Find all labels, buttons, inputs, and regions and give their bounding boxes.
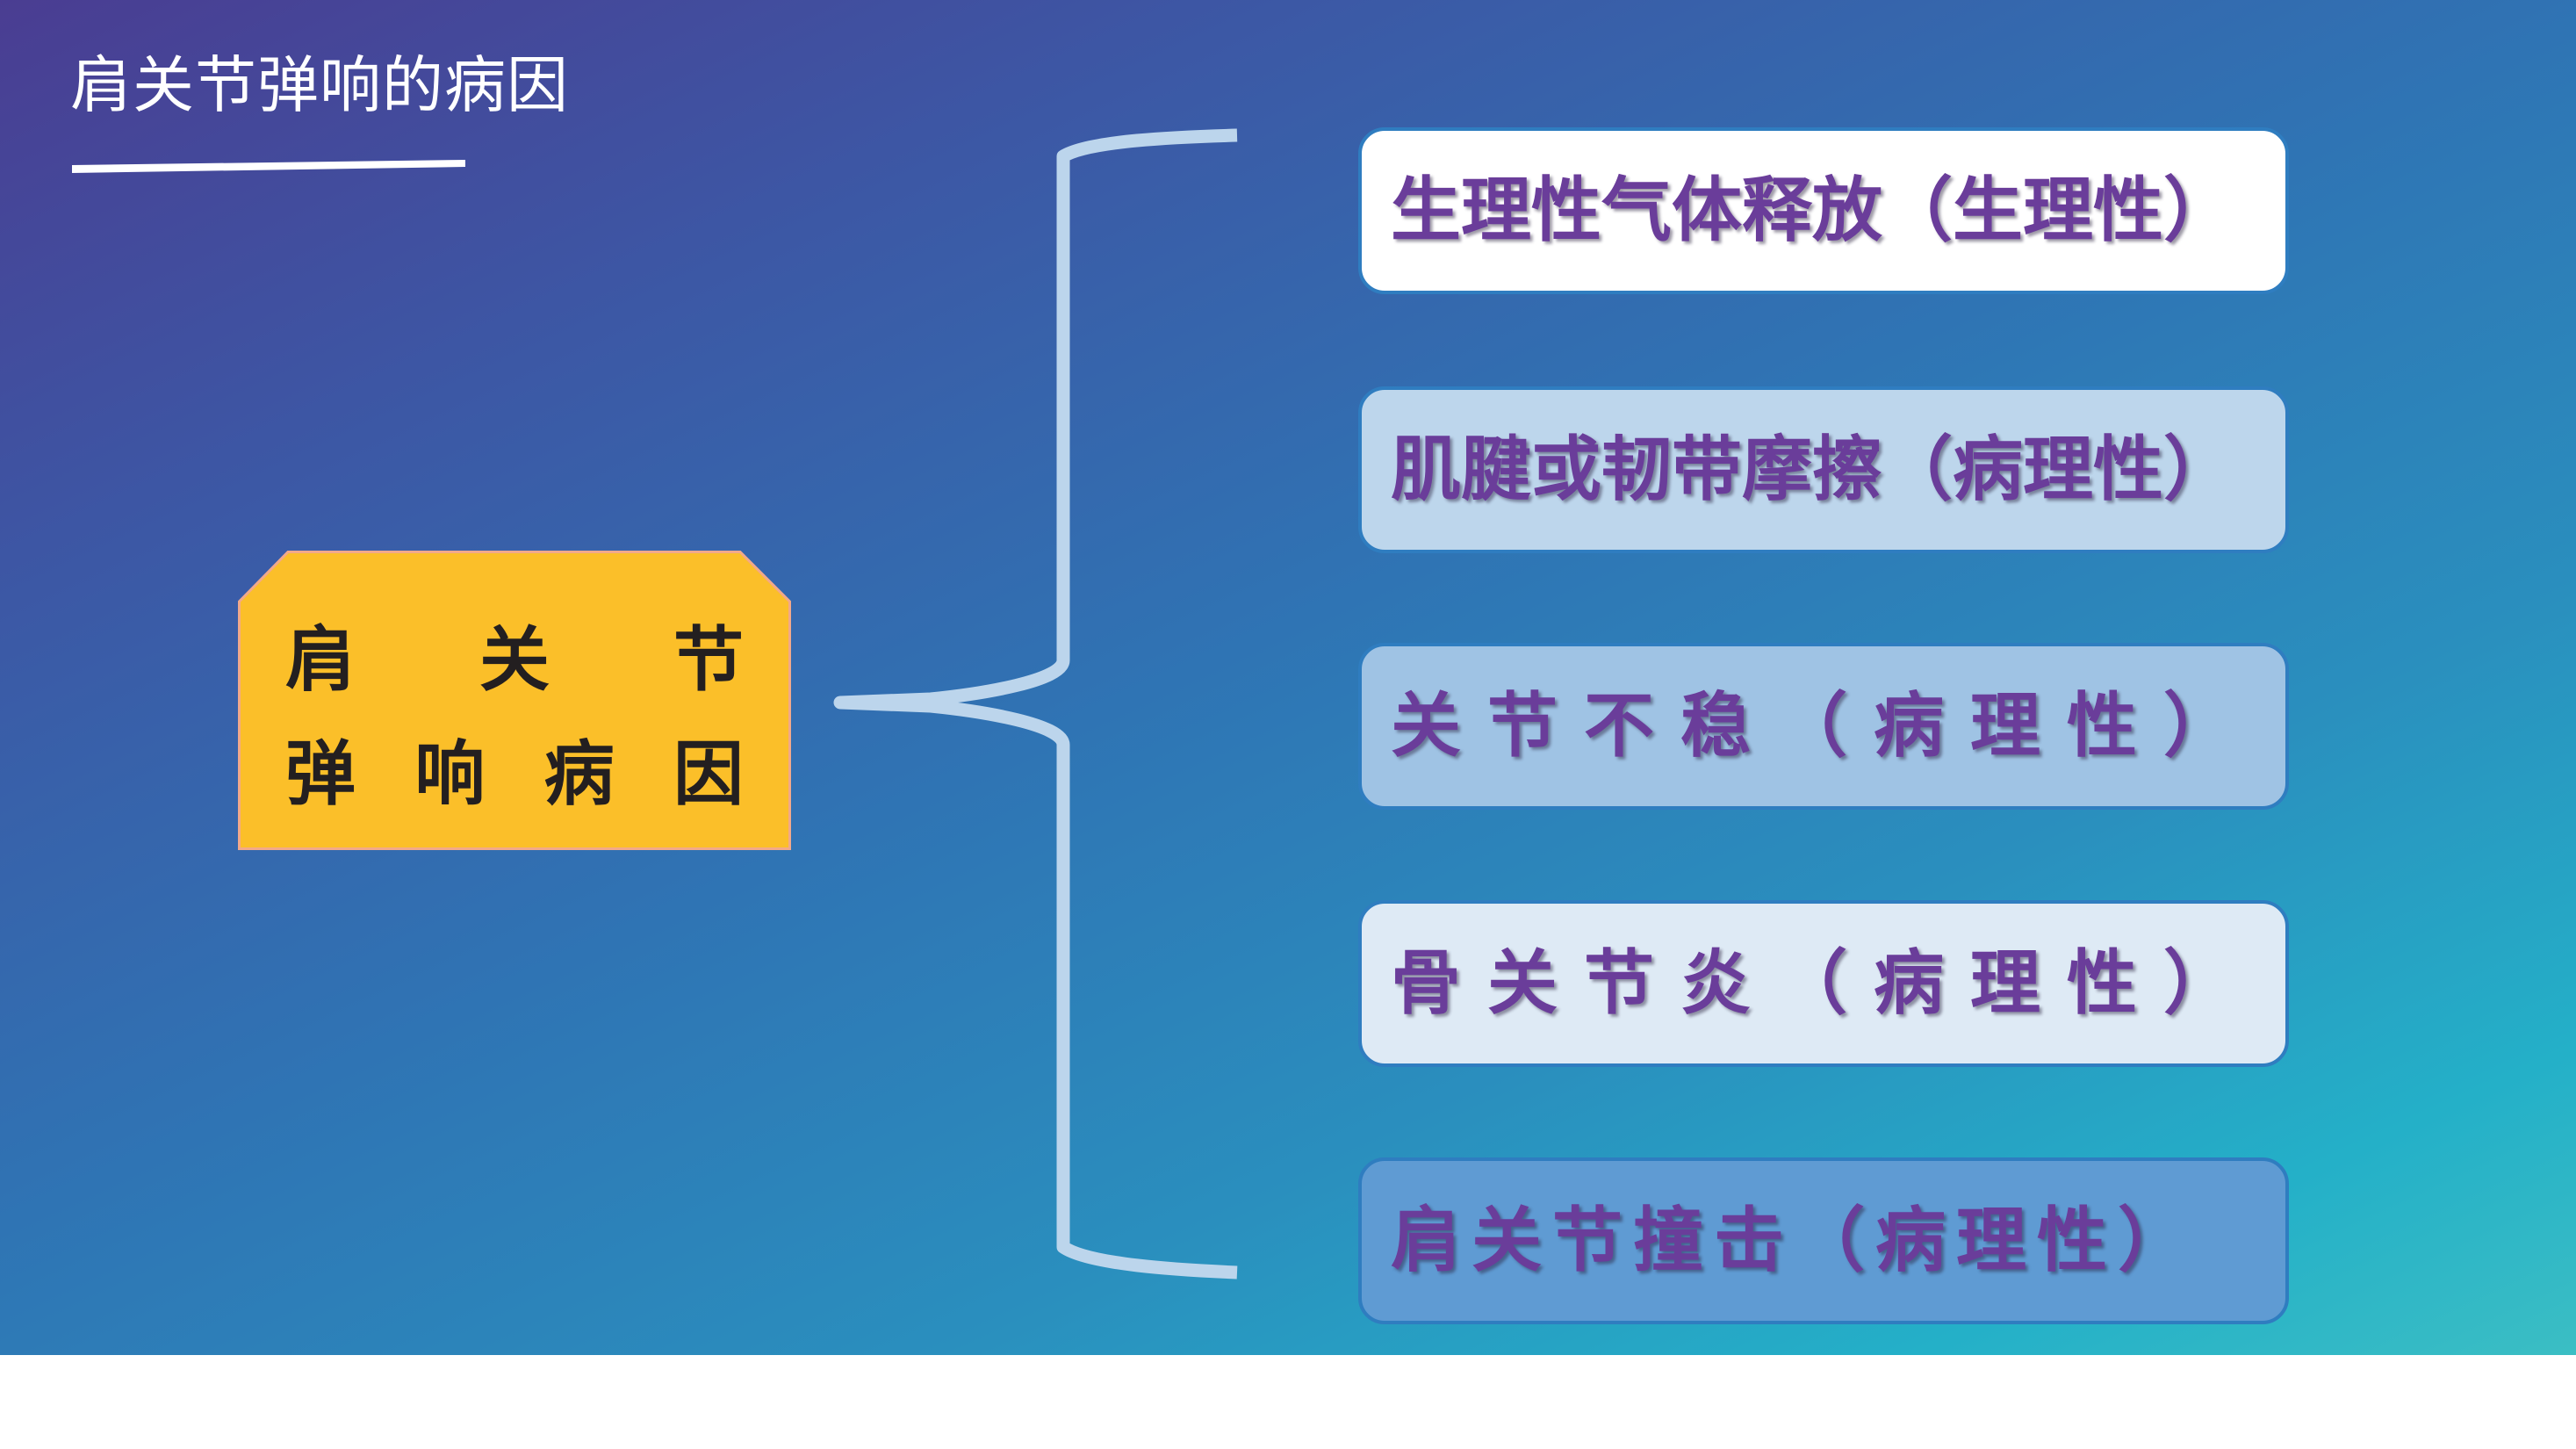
- cause-label: 骨关节炎（病理性）: [1391, 942, 2260, 1024]
- cause-box-osteoarthritis: 骨关节炎（病理性）: [1358, 900, 2289, 1067]
- cause-label: 关节不稳（病理性）: [1391, 685, 2260, 767]
- center-node-label: 肩 关 节 弹 响 病 因: [285, 603, 744, 832]
- cause-box-joint-instability: 关节不稳（病理性）: [1358, 643, 2289, 810]
- center-node-char: 因: [673, 733, 744, 815]
- cause-box-tendon-ligament-friction: 肌腱或韧带摩擦（病理性）: [1358, 386, 2289, 553]
- center-node-char: 弹: [285, 733, 356, 815]
- center-node-line-2: 弹 响 病 因: [285, 717, 744, 832]
- cause-label: 生理性气体释放（生理性）: [1391, 169, 2234, 251]
- center-node-shape: [238, 551, 791, 850]
- cause-label: 肌腱或韧带摩擦（病理性）: [1391, 429, 2234, 510]
- center-node-char: 病: [543, 733, 615, 815]
- center-node-line-1: 肩 关 节: [285, 603, 744, 717]
- cause-box-physiological-gas-release: 生理性气体释放（生理性）: [1358, 127, 2289, 294]
- page-margin: [0, 1355, 2576, 1449]
- center-node-char: 关: [479, 619, 550, 701]
- center-node: 肩 关 节 弹 响 病 因: [238, 551, 791, 850]
- center-node-char: 响: [414, 733, 486, 815]
- cause-label: 肩关节撞击（病理性）: [1391, 1200, 2198, 1281]
- cause-box-shoulder-impingement: 肩关节撞击（病理性）: [1358, 1157, 2289, 1324]
- center-node-char: 节: [673, 619, 744, 701]
- slide-title: 肩关节弹响的病因: [70, 49, 569, 121]
- center-node-char: 肩: [285, 619, 356, 701]
- title-underline: [72, 160, 465, 173]
- slide: 肩关节弹响的病因 肩 关 节 弹 响 病 因 生理性气体释放（生理性） 肌腱或: [0, 0, 2576, 1355]
